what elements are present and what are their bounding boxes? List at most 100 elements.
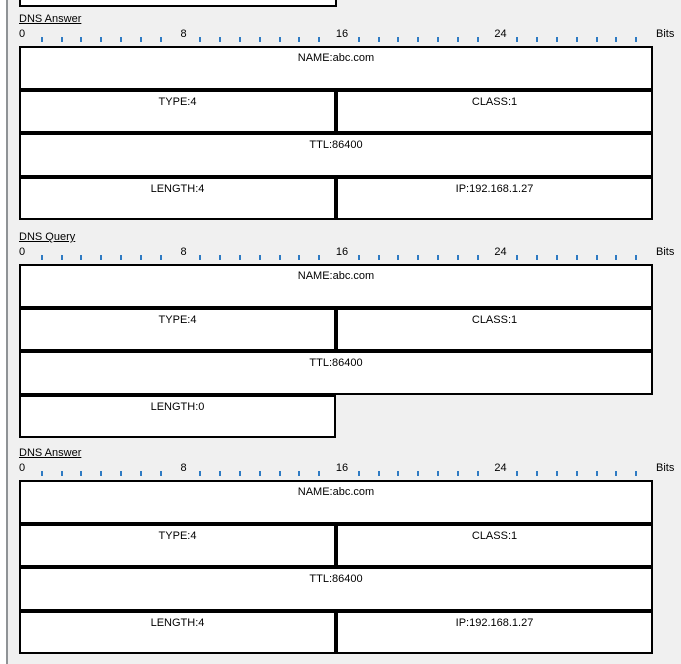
ruler-number: 0 (19, 246, 26, 258)
ruler-tick (437, 37, 440, 42)
ruler-tick (555, 255, 558, 260)
ruler-tick (258, 37, 261, 42)
ruler-tick (595, 471, 598, 476)
ruler-tick (278, 37, 281, 42)
ruler-tick (219, 37, 222, 42)
section-title: DNS Answer (19, 447, 82, 459)
ruler-unit-label: Bits (656, 462, 675, 474)
ruler-tick (278, 255, 281, 260)
ruler-tick (516, 255, 519, 260)
ruler-tick (575, 37, 578, 42)
field-box[interactable]: TYPE:4 (19, 523, 336, 567)
field-box[interactable]: LENGTH:0 (19, 394, 336, 438)
ruler-number: 8 (180, 28, 187, 40)
ruler-tick (40, 37, 43, 42)
ruler-tick (476, 471, 479, 476)
ruler-tick (516, 37, 519, 42)
field-row: TTL:86400 (19, 351, 653, 395)
ruler-tick (80, 471, 83, 476)
ruler-tick (318, 471, 321, 476)
field-row: NAME:abc.com (19, 480, 653, 524)
ruler-number: 8 (180, 462, 187, 474)
ruler-number: 16 (335, 462, 349, 474)
ruler-tick (199, 471, 202, 476)
ruler-tick (60, 37, 63, 42)
ruler-tick (516, 471, 519, 476)
ruler-tick (635, 37, 638, 42)
ruler-tick (595, 255, 598, 260)
field-box[interactable]: TTL:86400 (19, 133, 653, 177)
ruler-tick (456, 471, 459, 476)
ruler-tick (318, 37, 321, 42)
ruler-tick (219, 471, 222, 476)
ruler-tick (139, 471, 142, 476)
ruler-number: 16 (335, 28, 349, 40)
field-box[interactable]: TTL:86400 (19, 351, 653, 395)
ruler-tick (298, 471, 301, 476)
ruler-tick (120, 471, 123, 476)
field-box[interactable]: IP:192.168.1.27 (336, 610, 653, 654)
ruler-tick (80, 255, 83, 260)
clipped-field-box[interactable] (19, 0, 337, 7)
ruler-number: 24 (494, 462, 507, 474)
ruler-tick (278, 471, 281, 476)
field-box[interactable]: NAME:abc.com (19, 46, 653, 90)
ruler-tick (159, 37, 162, 42)
field-box[interactable]: NAME:abc.com (19, 264, 653, 308)
ruler-tick (120, 255, 123, 260)
ruler-number: 16 (335, 246, 349, 258)
section-title: DNS Query (19, 231, 76, 243)
field-box[interactable]: CLASS:1 (336, 89, 653, 133)
field-row: NAME:abc.com (19, 264, 653, 308)
field-row: TTL:86400 (19, 567, 653, 611)
ruler-tick (238, 255, 241, 260)
ruler-tick (536, 255, 539, 260)
ruler-tick (437, 255, 440, 260)
ruler-tick (238, 471, 241, 476)
panel-border-line (6, 0, 8, 664)
ruler-tick (258, 255, 261, 260)
ruler-tick (139, 255, 142, 260)
ruler-tick (100, 255, 103, 260)
field-box[interactable]: TTL:86400 (19, 567, 653, 611)
ruler-tick (615, 255, 618, 260)
ruler-tick (397, 37, 400, 42)
field-box[interactable]: LENGTH:4 (19, 176, 336, 220)
panel-gutter (0, 0, 6, 664)
ruler-unit-label: Bits (656, 246, 675, 258)
ruler-tick (100, 471, 103, 476)
ruler-tick (100, 37, 103, 42)
field-box[interactable]: TYPE:4 (19, 89, 336, 133)
ruler-tick (199, 255, 202, 260)
ruler-tick (456, 255, 459, 260)
field-box[interactable]: IP:192.168.1.27 (336, 176, 653, 220)
ruler-tick (635, 255, 638, 260)
ruler-number: 24 (494, 28, 507, 40)
ruler-tick (615, 37, 618, 42)
ruler-tick (219, 255, 222, 260)
field-box[interactable]: CLASS:1 (336, 307, 653, 351)
ruler-number: 24 (494, 246, 507, 258)
ruler-tick (417, 255, 420, 260)
ruler-tick (377, 471, 380, 476)
field-box[interactable]: LENGTH:4 (19, 610, 336, 654)
field-box[interactable]: TYPE:4 (19, 307, 336, 351)
ruler-unit-label: Bits (656, 28, 675, 40)
ruler-tick (357, 471, 360, 476)
field-box[interactable]: CLASS:1 (336, 523, 653, 567)
section-title: DNS Answer (19, 13, 82, 25)
field-box[interactable]: NAME:abc.com (19, 480, 653, 524)
ruler-tick (298, 255, 301, 260)
